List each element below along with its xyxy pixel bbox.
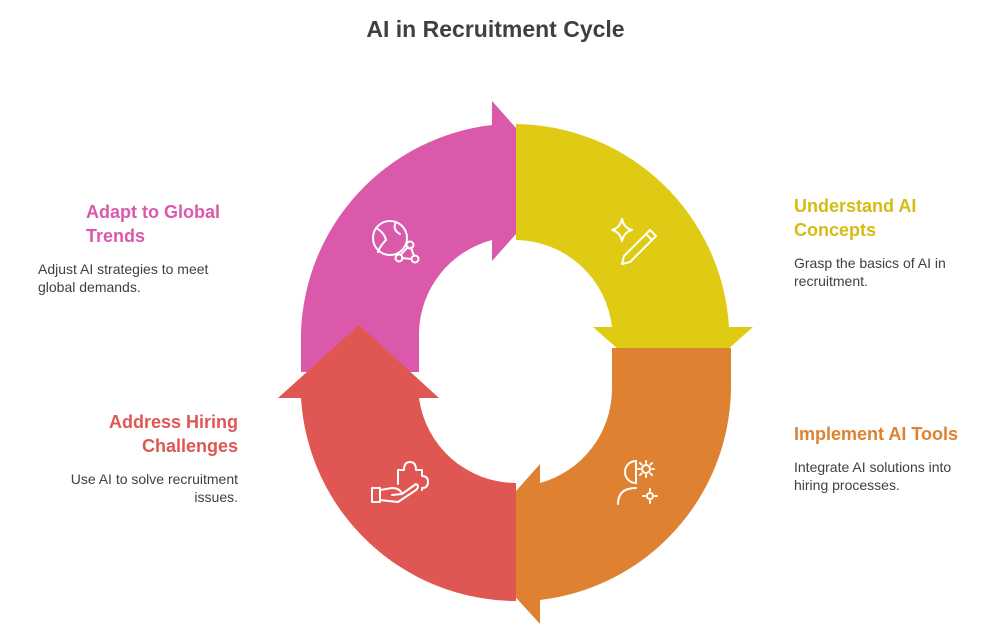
step-implement-description: Integrate AI solutions into hiring proce… — [794, 458, 951, 494]
step-understand-desc-line1: Grasp the basics of AI in — [794, 255, 946, 271]
cycle-arrow-adapt — [301, 101, 563, 372]
step-adapt-heading-line1: Adapt to Global — [86, 202, 220, 222]
step-understand-heading-line2: Concepts — [794, 220, 877, 240]
globe-network-icon — [372, 220, 420, 264]
step-understand-description: Grasp the basics of AI in recruitment. — [794, 254, 946, 290]
sparkle-pencil-icon — [611, 218, 657, 265]
step-understand-desc-line2: recruitment. — [794, 273, 868, 289]
cycle-arrow-address — [278, 325, 516, 601]
step-address-heading: Address Hiring Challenges — [38, 410, 238, 458]
person-gear-icon — [617, 460, 658, 505]
step-implement-desc-line2: hiring processes. — [794, 477, 900, 493]
step-adapt-heading: Adapt to Global Trends — [86, 200, 220, 248]
step-address-desc-line1: Use AI to solve recruitment — [70, 471, 238, 487]
step-implement-heading-line1: Implement AI Tools — [794, 424, 959, 444]
diagram-title: AI in Recruitment Cycle — [366, 16, 625, 42]
step-understand-heading: Understand AI Concepts — [794, 194, 916, 242]
step-address-heading-line2: Challenges — [141, 436, 238, 456]
hand-puzzle-icon — [371, 461, 429, 503]
step-understand-heading-line1: Understand AI — [794, 196, 917, 216]
step-address-heading-line1: Address Hiring — [108, 412, 238, 432]
step-adapt-desc-line1: Adjust AI strategies to meet — [38, 261, 209, 277]
step-implement-heading: Implement AI Tools — [794, 422, 958, 446]
cycle-arrow-understand — [516, 124, 753, 398]
cycle-arrow-implement — [468, 348, 731, 624]
step-adapt-description: Adjust AI strategies to meet global dema… — [38, 260, 208, 296]
step-address-description: Use AI to solve recruitment issues. — [38, 470, 238, 506]
step-adapt-desc-line2: global demands. — [38, 279, 141, 295]
step-adapt-heading-line2: Trends — [86, 226, 146, 246]
step-implement-desc-line1: Integrate AI solutions into — [794, 459, 952, 475]
step-address-desc-line2: issues. — [194, 489, 238, 505]
